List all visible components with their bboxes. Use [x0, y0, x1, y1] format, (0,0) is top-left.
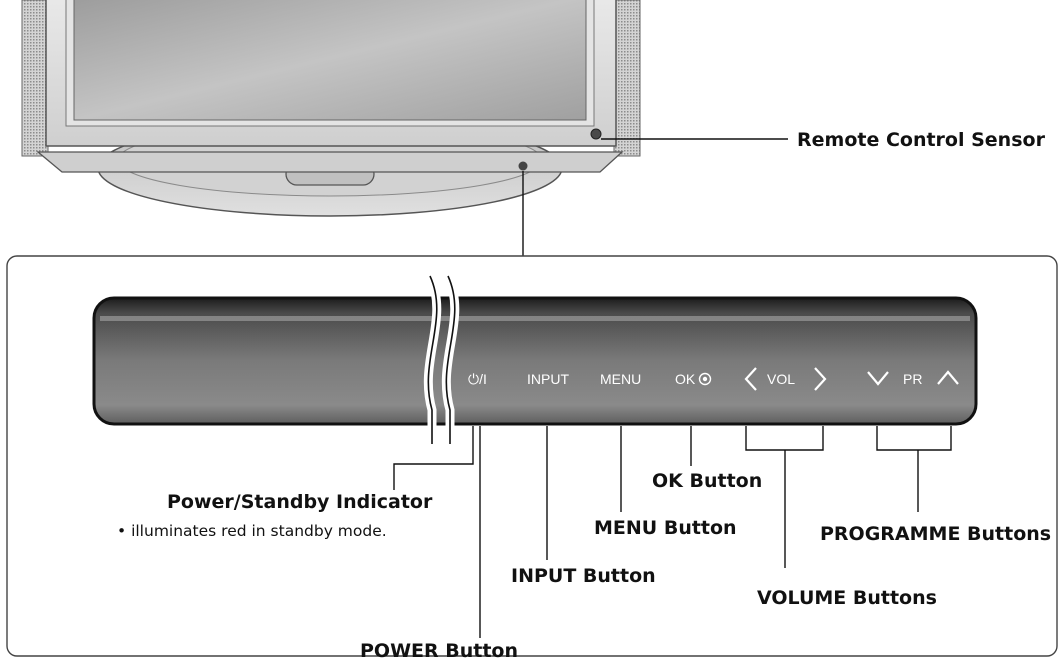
control-panel-highlight [100, 316, 970, 321]
power-button-label: POWER Button [360, 640, 518, 662]
panel-location-dot [518, 161, 528, 171]
power-indicator-note: • illuminates red in standby mode. [117, 522, 387, 540]
ok-button-label: OK Button [652, 470, 762, 492]
control-panel-body [92, 296, 978, 426]
volume-bracket [745, 426, 824, 568]
right-speaker [613, 0, 641, 157]
menu-button-label: MENU Button [594, 517, 737, 539]
panel-break-line [427, 275, 456, 444]
remote-sensor-dot [590, 128, 602, 140]
input-button-label: INPUT Button [511, 565, 656, 587]
power-indicator-leader [393, 426, 474, 490]
menu-panel-button[interactable]: MENU [600, 371, 641, 387]
remote-sensor-label: Remote Control Sensor [797, 129, 1046, 151]
control-panel: ⏻/I INPUT MENU OK VOL PR [92, 274, 978, 444]
power-indicator-label: Power/Standby Indicator [167, 491, 433, 513]
programme-up-icon[interactable] [937, 370, 959, 385]
programme-buttons-label: PROGRAMME Buttons [820, 523, 1051, 545]
ok-target-icon [698, 372, 712, 386]
volume-down-icon[interactable] [744, 367, 757, 391]
pr-panel-label: PR [903, 371, 922, 387]
volume-buttons-label: VOLUME Buttons [757, 587, 937, 609]
volume-up-icon[interactable] [814, 367, 827, 391]
vol-panel-label: VOL [767, 371, 795, 387]
power-glyph-label[interactable]: ⏻/I [468, 371, 487, 387]
programme-down-icon[interactable] [867, 371, 889, 386]
tv-illustration [21, 0, 641, 217]
programme-bracket [876, 426, 952, 512]
ok-panel-button[interactable]: OK [675, 371, 696, 387]
tv-screen [73, 0, 587, 121]
input-panel-button[interactable]: INPUT [527, 371, 569, 387]
left-speaker [21, 0, 49, 157]
tv-bottom-strip [36, 151, 624, 173]
